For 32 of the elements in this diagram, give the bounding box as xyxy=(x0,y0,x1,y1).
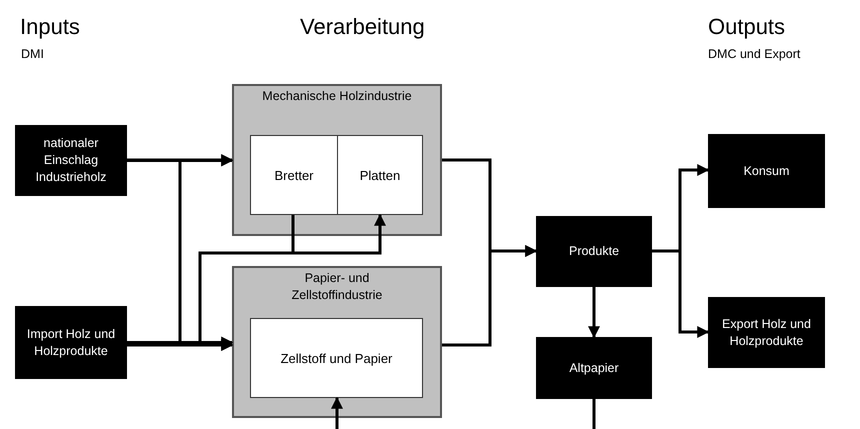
output-box xyxy=(708,134,825,208)
source-box xyxy=(15,306,127,379)
group-title: Papier- und Zellstoffindustrie xyxy=(290,270,384,304)
node-label: Produkte xyxy=(568,243,620,260)
arrow xyxy=(292,214,386,254)
industry-group-box xyxy=(232,84,442,236)
node-label: Konsum xyxy=(744,162,790,180)
heading: Verarbeitung xyxy=(300,14,425,40)
arrow xyxy=(331,396,343,429)
node-label: Altpapier xyxy=(569,360,619,376)
node-label: Platten xyxy=(360,166,400,184)
arrow xyxy=(442,245,538,346)
node-label: Bretter xyxy=(274,166,314,184)
heading: Outputs xyxy=(708,14,786,40)
node-label: Zellstoff und Papier xyxy=(280,350,392,366)
process-box xyxy=(337,135,423,215)
process-box xyxy=(250,318,423,398)
heading: Inputs xyxy=(20,14,80,40)
subheading: DMC und Export xyxy=(708,47,800,61)
arrow xyxy=(588,287,600,338)
node-label: Export Holz und Holzprodukte xyxy=(721,316,812,350)
industry-group-box xyxy=(232,266,442,418)
subheading: DMI xyxy=(21,47,44,61)
arrow xyxy=(652,250,710,338)
source-box xyxy=(15,125,127,196)
product-box xyxy=(536,216,652,287)
process-box xyxy=(250,135,338,215)
node-label: Import Holz und Holzprodukte xyxy=(26,326,116,360)
group-title: Mechanische Holzindustrie xyxy=(262,88,412,105)
output-box xyxy=(708,297,825,368)
product-box xyxy=(536,337,652,399)
node-label: nationaler Einschlag Industrieholz xyxy=(34,135,108,186)
